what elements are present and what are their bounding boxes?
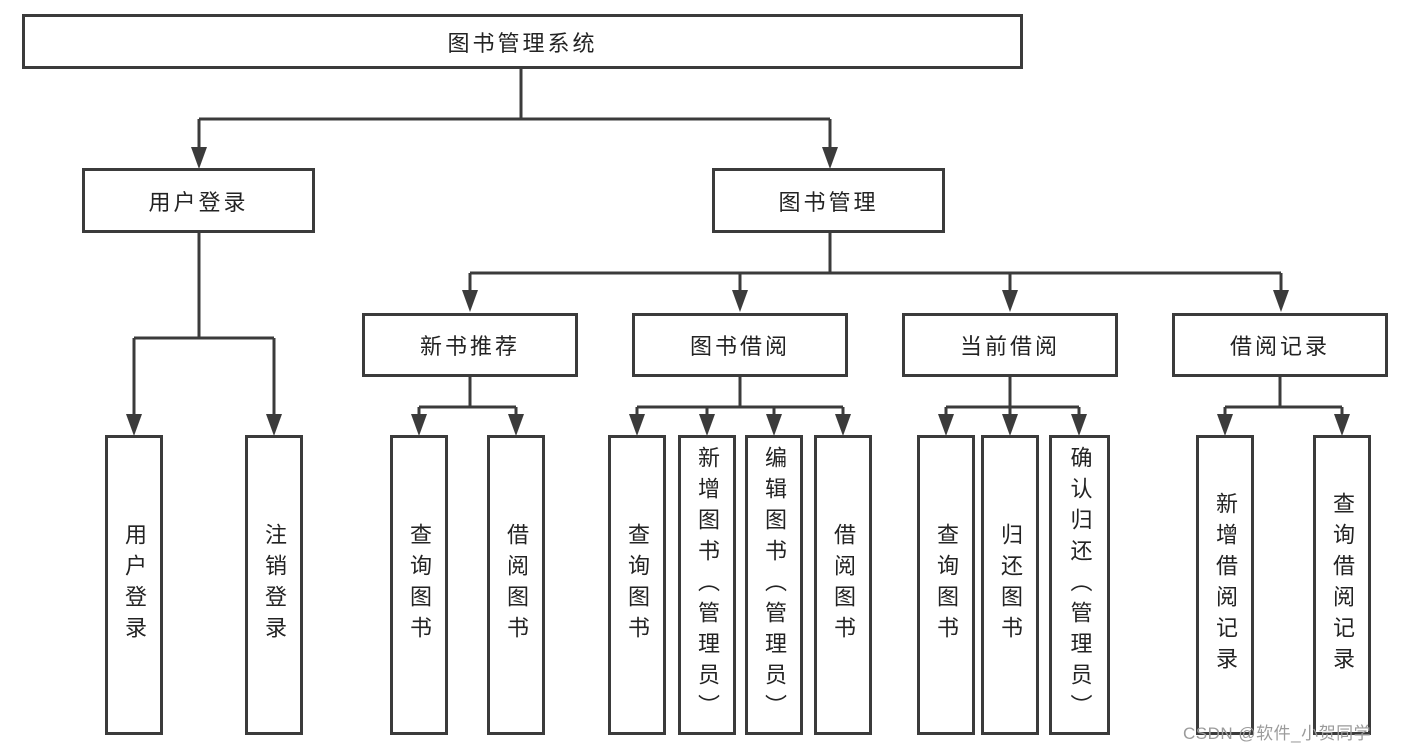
node-label: 当前借阅 xyxy=(959,334,1060,359)
connector-book-mgmt-to-level3 xyxy=(462,233,1289,312)
leaf-borrow-add-books-admin: 新增图书（管理员） xyxy=(678,435,736,735)
node-label: 借阅图书 xyxy=(504,523,529,647)
node-book-mgmt: 图书管理 xyxy=(712,168,945,233)
connector-user-login-children xyxy=(126,233,282,436)
node-label: 借阅图书 xyxy=(831,523,856,647)
node-label: 查询图书 xyxy=(407,523,432,647)
node-label: 注销登录 xyxy=(262,523,287,647)
node-label: 确认归还（管理员） xyxy=(1067,445,1093,725)
leaf-current-return-books: 归还图书 xyxy=(981,435,1039,735)
node-label: 查询借阅记录 xyxy=(1330,492,1355,678)
node-root: 图书管理系统 xyxy=(22,14,1023,69)
leaf-record-add: 新增借阅记录 xyxy=(1196,435,1254,735)
leaf-current-confirm-return-admin: 确认归还（管理员） xyxy=(1049,435,1110,735)
node-label: 查询图书 xyxy=(934,523,959,647)
node-current-borrow: 当前借阅 xyxy=(902,313,1118,377)
node-label: 归还图书 xyxy=(998,523,1023,647)
connector-current-borrow-children xyxy=(938,377,1087,436)
node-label: 用户登录 xyxy=(148,189,249,215)
connector-new-book-children xyxy=(411,377,524,436)
node-new-book: 新书推荐 xyxy=(362,313,578,377)
connector-root-to-level2 xyxy=(191,67,838,169)
csdn-watermark: CSDN @软件_小贺同学 xyxy=(1183,724,1372,743)
node-label: 图书管理 xyxy=(778,189,879,215)
leaf-current-query-books: 查询图书 xyxy=(917,435,975,735)
leaf-borrow-edit-books-admin: 编辑图书（管理员） xyxy=(745,435,803,735)
node-user-login: 用户登录 xyxy=(82,168,315,233)
node-label: 新书推荐 xyxy=(419,334,520,359)
leaf-record-query: 查询借阅记录 xyxy=(1313,435,1371,735)
node-label: 图书借阅 xyxy=(689,334,790,359)
leaf-newbook-query-books: 查询图书 xyxy=(390,435,448,735)
leaf-newbook-borrow-books: 借阅图书 xyxy=(487,435,545,735)
node-label: 用户登录 xyxy=(122,523,147,647)
connector-borrow-record-children xyxy=(1217,377,1350,436)
leaf-user-login: 用户登录 xyxy=(105,435,163,735)
node-label: 图书管理系统 xyxy=(447,30,598,56)
node-borrow-record: 借阅记录 xyxy=(1172,313,1388,377)
leaf-borrow-borrow-books: 借阅图书 xyxy=(814,435,872,735)
node-label: 新增借阅记录 xyxy=(1213,492,1238,678)
node-label: 编辑图书（管理员） xyxy=(762,445,787,725)
node-book-borrow: 图书借阅 xyxy=(632,313,848,377)
leaf-logout-login: 注销登录 xyxy=(245,435,303,735)
connector-book-borrow-children xyxy=(629,377,851,436)
node-label: 新增图书（管理员） xyxy=(695,445,720,725)
node-label: 查询图书 xyxy=(625,523,650,647)
leaf-borrow-query-books: 查询图书 xyxy=(608,435,666,735)
node-label: 借阅记录 xyxy=(1229,334,1330,359)
